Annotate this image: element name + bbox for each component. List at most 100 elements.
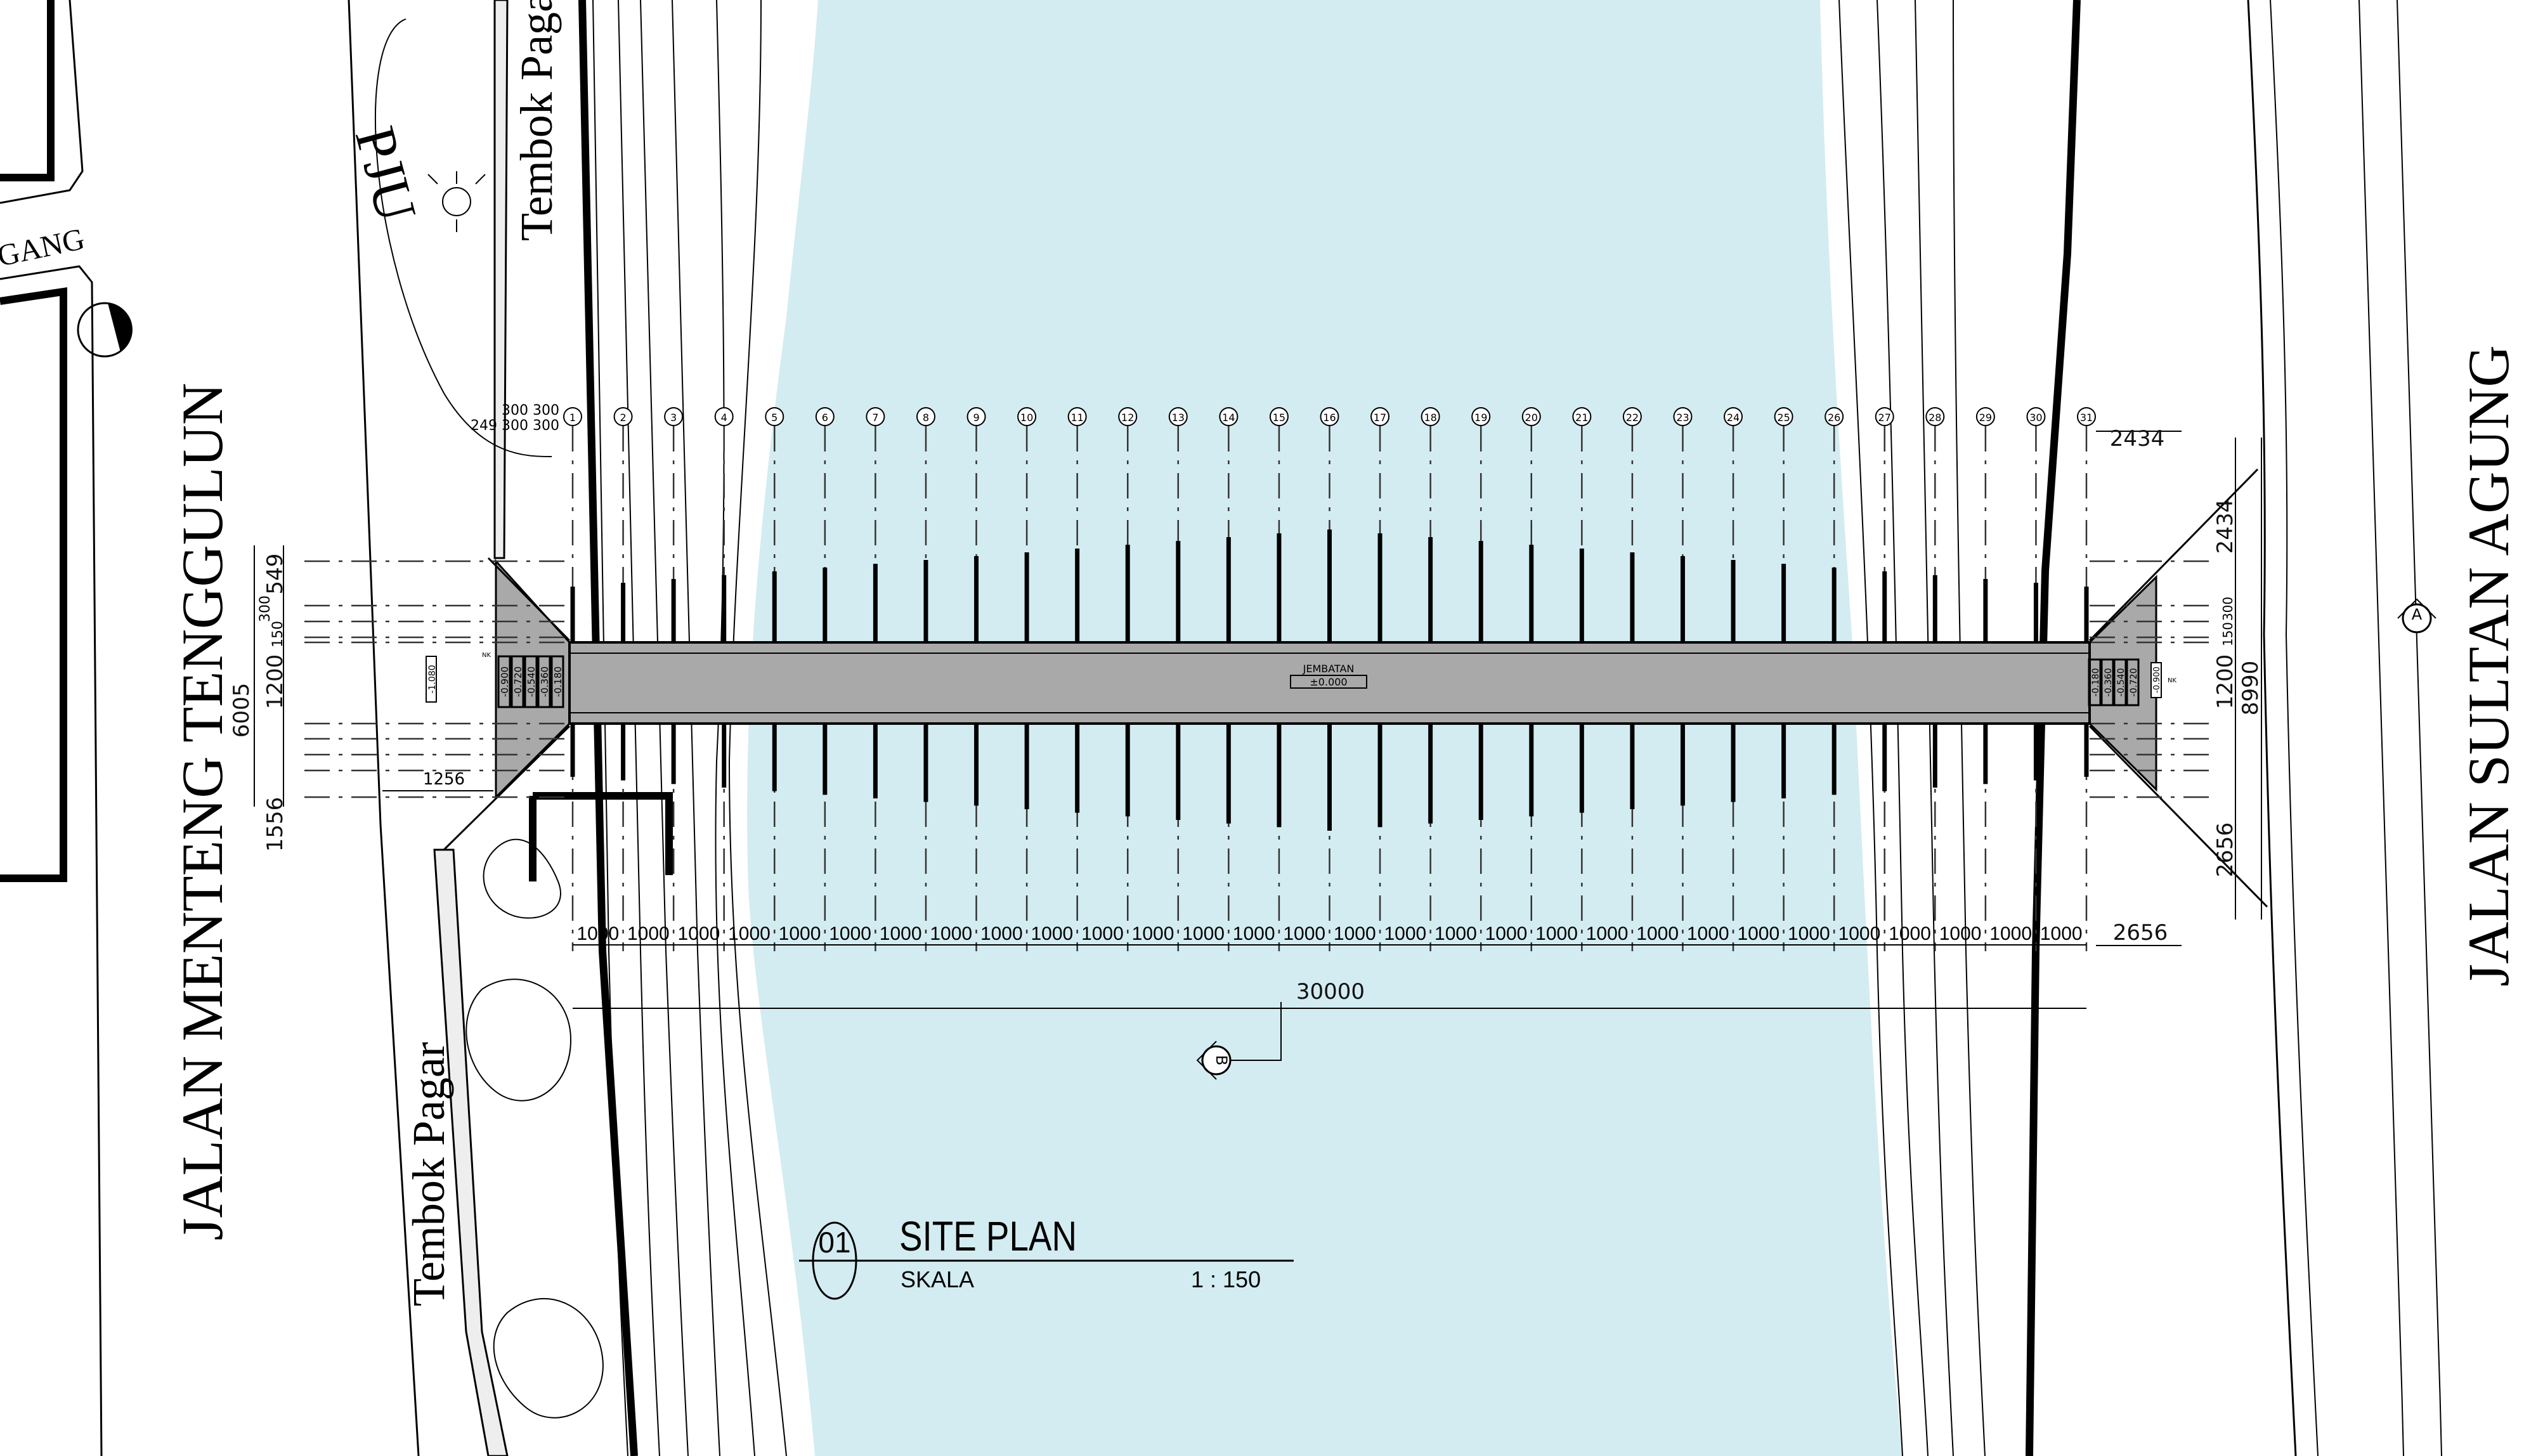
railing-posts bbox=[570, 530, 2089, 831]
left-level-box: -1.080 bbox=[427, 665, 438, 693]
span-dim: 1000 bbox=[829, 923, 871, 944]
span-dim: 1000 bbox=[1283, 923, 1325, 944]
grid-label: 28 bbox=[1929, 412, 1941, 424]
grid-label: 1 bbox=[569, 412, 576, 424]
span-dim: 1000 bbox=[1233, 923, 1275, 944]
grid-label: 13 bbox=[1172, 412, 1185, 424]
right-dimension-chain: 2434 1200 2656 8990 300 150 2434 2656 bbox=[2096, 426, 2263, 946]
drawing-number: 01 bbox=[818, 1226, 850, 1259]
grid-bubble: 23 bbox=[1673, 407, 1693, 426]
span-dim: 1000 bbox=[1636, 923, 1679, 944]
road-label-right: JALAN SULTAN AGUNG bbox=[2456, 345, 2521, 987]
title-block: 01 SITE PLAN SKALA 1 : 150 bbox=[799, 1212, 1294, 1300]
span-dim: 1000 bbox=[930, 923, 972, 944]
span-dim: 1000 bbox=[1485, 923, 1528, 944]
road-label-left: JALAN MENTENG TENGGULUN bbox=[170, 383, 235, 1241]
drawing-title: SITE PLAN bbox=[899, 1212, 1077, 1259]
gang-label: GANG bbox=[0, 222, 88, 273]
section-b-label: B bbox=[1213, 1055, 1230, 1065]
scale-label: SKALA bbox=[901, 1266, 974, 1292]
bridge-level: ±0.000 bbox=[1310, 676, 1347, 688]
left-offset-dim: 1256 bbox=[423, 770, 465, 789]
bridge-name: JEMBATAN bbox=[1303, 663, 1355, 675]
left-half-dim: 150 bbox=[270, 621, 286, 647]
span-dim: 1000 bbox=[1939, 923, 1982, 944]
span-dim: 1000 bbox=[576, 923, 619, 944]
grid-bubble: 6 bbox=[815, 407, 835, 426]
scale-value: 1 : 150 bbox=[1191, 1266, 1261, 1292]
span-dim: 1000 bbox=[728, 923, 771, 944]
lamp-icon bbox=[427, 171, 486, 232]
left-step-dim: 300 bbox=[257, 595, 273, 622]
left-level: -0.360 bbox=[539, 666, 550, 697]
right-level: -0.180 bbox=[2091, 668, 2101, 696]
grid-bubble: 12 bbox=[1118, 407, 1138, 426]
span-dim: 1000 bbox=[1838, 923, 1881, 944]
span-dim: 1000 bbox=[980, 923, 1023, 944]
right-bank-contours bbox=[1838, 0, 2442, 1456]
right-step-dim: 300 bbox=[2220, 597, 2235, 621]
section-a-label: A bbox=[2412, 606, 2423, 623]
grid-label: 15 bbox=[1273, 412, 1285, 424]
span-dim: 1000 bbox=[1334, 923, 1376, 944]
grid-label: 10 bbox=[1020, 412, 1033, 424]
right-half-dim: 150 bbox=[2220, 622, 2235, 646]
grid-label: 23 bbox=[1676, 412, 1689, 424]
grid-label: 27 bbox=[1878, 412, 1891, 424]
span-dim: 1000 bbox=[1535, 923, 1578, 944]
right-abutment bbox=[2088, 468, 2268, 908]
grid-label: 12 bbox=[1121, 412, 1134, 424]
grid-bubble: 20 bbox=[1521, 407, 1541, 426]
grid-label: 22 bbox=[1626, 412, 1639, 424]
grid-label: 19 bbox=[1474, 412, 1487, 424]
grid-label: 16 bbox=[1323, 412, 1336, 424]
grid-bubble: 11 bbox=[1067, 407, 1087, 426]
right-level: -0.540 bbox=[2116, 668, 2126, 696]
span-dim: 1000 bbox=[1737, 923, 1779, 944]
span-dim: 1000 bbox=[1889, 923, 1931, 944]
span-dim: 1000 bbox=[1788, 923, 1830, 944]
grid-bubble: 28 bbox=[1925, 407, 1945, 426]
grid-label: 9 bbox=[973, 412, 979, 424]
grid-label: 8 bbox=[923, 412, 929, 424]
grid-label: 21 bbox=[1575, 412, 1588, 424]
left-level: -0.900 bbox=[499, 666, 511, 697]
grid-label: 30 bbox=[2029, 412, 2042, 424]
wall-label-top: Tembok Pagar bbox=[511, 0, 562, 241]
right-bottom-dim: 2656 bbox=[2213, 822, 2238, 878]
river-water bbox=[747, 0, 1903, 1456]
left-building-outlines bbox=[0, 0, 420, 1456]
left-level: -0.540 bbox=[526, 666, 537, 697]
grid-label: 2 bbox=[620, 412, 626, 424]
grid-bubble: 14 bbox=[1219, 407, 1239, 426]
grid-label: 4 bbox=[721, 412, 727, 424]
right-bottom-horizontal-dim: 2656 bbox=[2113, 920, 2168, 946]
right-top-horizontal-dim: 2434 bbox=[2110, 426, 2165, 452]
span-dim: 1000 bbox=[1434, 923, 1477, 944]
right-level: -0.360 bbox=[2104, 668, 2114, 696]
left-level: -0.180 bbox=[552, 666, 564, 697]
bridge-deck bbox=[568, 641, 2091, 725]
grid-label: 31 bbox=[2080, 412, 2093, 424]
grid-label: 3 bbox=[670, 412, 677, 424]
trees bbox=[465, 838, 604, 1419]
grid-bubble: 17 bbox=[1370, 407, 1390, 426]
right-step-levels: -0.180-0.360-0.540-0.720 bbox=[2088, 658, 2140, 706]
section-marker-b[interactable]: B bbox=[1196, 1002, 1282, 1080]
span-dimensions: 1000 1000 1000 1000 1000 1000 1000 1000 1000 1000… bbox=[573, 923, 2086, 946]
right-level-box: -0.900 bbox=[2152, 666, 2162, 693]
section-marker-a[interactable]: A bbox=[2397, 598, 2436, 634]
grid-bubble: 4 bbox=[714, 407, 734, 426]
grid-label: 25 bbox=[1777, 412, 1790, 424]
grid-bubble: 16 bbox=[1320, 407, 1339, 426]
grid-bubble: 29 bbox=[1975, 407, 1995, 426]
grid-label: 14 bbox=[1222, 412, 1235, 424]
span-dim: 1000 bbox=[1132, 923, 1174, 944]
grid-label: 7 bbox=[872, 412, 878, 424]
span-dim: 1000 bbox=[2040, 923, 2083, 944]
span-dim: 1000 bbox=[779, 923, 821, 944]
grid-bubble: 21 bbox=[1572, 407, 1592, 426]
span-dim: 1000 bbox=[1384, 923, 1426, 944]
